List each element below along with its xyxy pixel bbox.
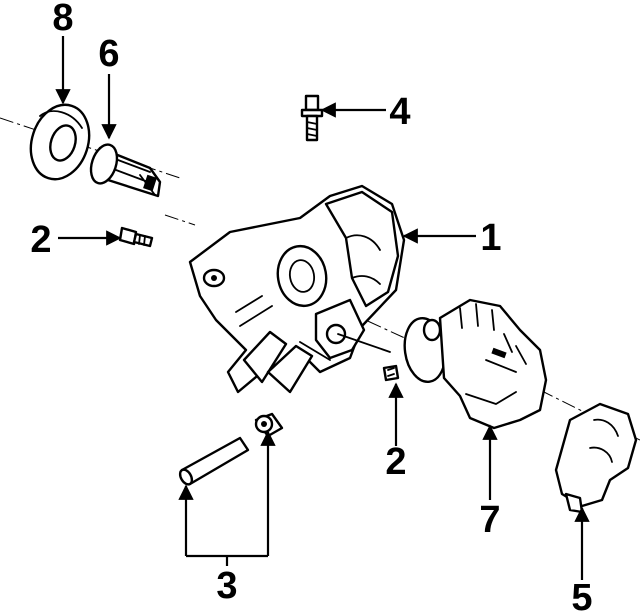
- part-1-housing: [188, 184, 406, 394]
- callout-1: 1: [480, 217, 501, 259]
- part-3-pin: [178, 436, 250, 486]
- callout-2-lower: 2: [385, 441, 406, 483]
- callout-8: 8: [52, 0, 73, 39]
- leader-3-bracket: [186, 554, 268, 566]
- part-8-seal-ring: [29, 103, 91, 181]
- callout-7: 7: [479, 499, 500, 541]
- part-2-screw-lower: [382, 364, 400, 382]
- part-7-ignition-switch: [403, 298, 548, 430]
- callout-6: 6: [98, 33, 119, 75]
- callout-4: 4: [389, 91, 410, 133]
- callout-numbers: 8 6 4 1 2 2 7 3 5: [30, 0, 592, 615]
- callout-5: 5: [571, 577, 592, 615]
- part-5-bracket: [554, 402, 638, 514]
- leader-lines: [55, 36, 590, 580]
- part-2-screw-upper: [118, 226, 154, 248]
- callout-3: 3: [216, 565, 237, 607]
- part-4-bolt: [300, 94, 324, 142]
- part-6-lock-cylinder: [89, 143, 162, 198]
- callout-2-upper: 2: [30, 219, 51, 261]
